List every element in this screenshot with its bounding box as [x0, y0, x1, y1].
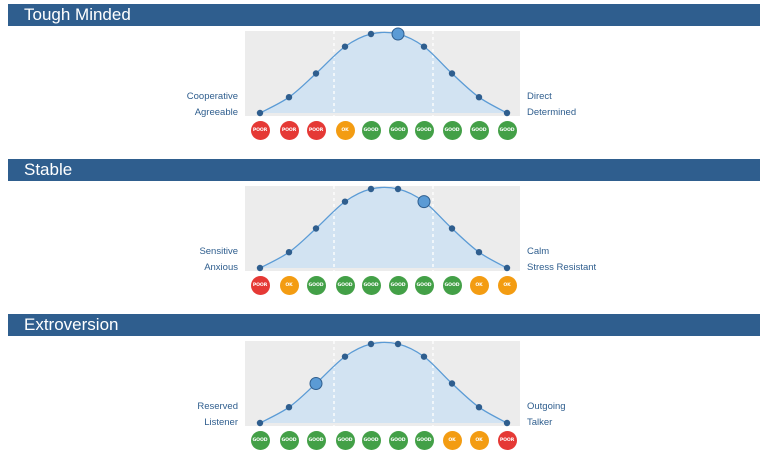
- distribution-curve: [256, 185, 511, 272]
- rating-badge: POOR: [497, 431, 517, 450]
- curve-point: [285, 404, 293, 411]
- curve-area: [260, 187, 507, 268]
- distribution-curve: [256, 340, 511, 427]
- curve-point: [503, 264, 511, 272]
- rating-badge: GOOD: [497, 121, 517, 140]
- rating-badge: GOOD: [388, 121, 408, 140]
- rating-badge: GOOD: [335, 431, 355, 450]
- right-axis-label: Stress Resistant: [527, 262, 597, 273]
- rating-badge: POOR: [250, 276, 270, 295]
- rating-badge: POOR: [279, 121, 299, 140]
- curve-point: [420, 353, 428, 360]
- right-axis-label: Direct: [527, 91, 552, 102]
- left-axis-label: Anxious: [204, 262, 238, 273]
- left-axis-label: Cooperative: [186, 91, 238, 102]
- score-marker: [309, 377, 323, 390]
- left-axis-label: Listener: [204, 417, 238, 428]
- right-axis-label: Talker: [527, 417, 553, 428]
- curve-area: [260, 342, 507, 423]
- curve-point: [341, 353, 349, 360]
- curve-point: [256, 109, 264, 117]
- rating-badge: OK: [497, 276, 517, 295]
- curve-point: [256, 419, 264, 427]
- curve-point: [312, 225, 320, 232]
- curve-point: [475, 404, 483, 411]
- left-axis-label: Reserved: [197, 401, 238, 412]
- curve-line: [259, 341, 508, 424]
- rating-badge: GOOD: [335, 276, 355, 295]
- curve-line: [259, 31, 508, 114]
- curve-point: [448, 225, 456, 232]
- left-axis-label: Sensitive: [199, 246, 238, 257]
- curve-point: [341, 43, 349, 50]
- rating-badge: GOOD: [361, 276, 381, 295]
- curve-point: [475, 94, 483, 101]
- section-title: Tough Minded: [8, 4, 760, 26]
- curve-point: [367, 340, 375, 348]
- section-title: Extroversion: [8, 314, 760, 336]
- curve-point: [420, 43, 428, 50]
- rating-badge: GOOD: [442, 276, 462, 295]
- rating-badge: POOR: [306, 121, 326, 140]
- score-marker: [417, 195, 431, 209]
- curve-point: [503, 109, 511, 117]
- rating-badge: GOOD: [250, 431, 270, 450]
- section-title: Stable: [8, 159, 760, 181]
- curve-point: [367, 185, 375, 193]
- rating-badge: GOOD: [442, 121, 462, 140]
- rating-badge: GOOD: [306, 431, 326, 450]
- rating-badge: GOOD: [469, 121, 489, 140]
- right-axis-label: Determined: [527, 107, 577, 118]
- curve-point: [285, 94, 293, 101]
- left-axis-label: Agreeable: [194, 107, 238, 118]
- rating-badge: OK: [442, 431, 462, 450]
- rating-badge: OK: [279, 276, 299, 295]
- curve-point: [285, 249, 293, 256]
- rating-badge: GOOD: [388, 276, 408, 295]
- curve-point: [312, 70, 320, 77]
- rating-badge: GOOD: [414, 431, 434, 450]
- rating-badge: GOOD: [388, 431, 408, 450]
- curve-line: [259, 186, 508, 269]
- curve-point: [475, 249, 483, 256]
- rating-badge: GOOD: [414, 121, 434, 140]
- rating-badge: GOOD: [414, 276, 434, 295]
- distribution-curve: [256, 27, 511, 117]
- right-axis-label: Calm: [527, 246, 550, 257]
- curve-point: [367, 30, 375, 38]
- curve-point: [503, 419, 511, 427]
- curve-area: [260, 32, 507, 113]
- curve-point: [256, 264, 264, 272]
- rating-badge: GOOD: [361, 121, 381, 140]
- rating-badge: POOR: [250, 121, 270, 140]
- rating-badge: OK: [335, 121, 355, 140]
- rating-badge: OK: [469, 276, 489, 295]
- rating-badge: GOOD: [361, 431, 381, 450]
- curve-point: [448, 380, 456, 387]
- right-axis-label: Outgoing: [527, 401, 566, 412]
- score-marker: [391, 27, 405, 41]
- rating-badge: GOOD: [306, 276, 326, 295]
- rating-badge: OK: [469, 431, 489, 450]
- rating-badge: GOOD: [279, 431, 299, 450]
- curve-point: [341, 198, 349, 205]
- curve-point: [394, 340, 402, 348]
- curve-point: [394, 185, 402, 193]
- curve-point: [448, 70, 456, 77]
